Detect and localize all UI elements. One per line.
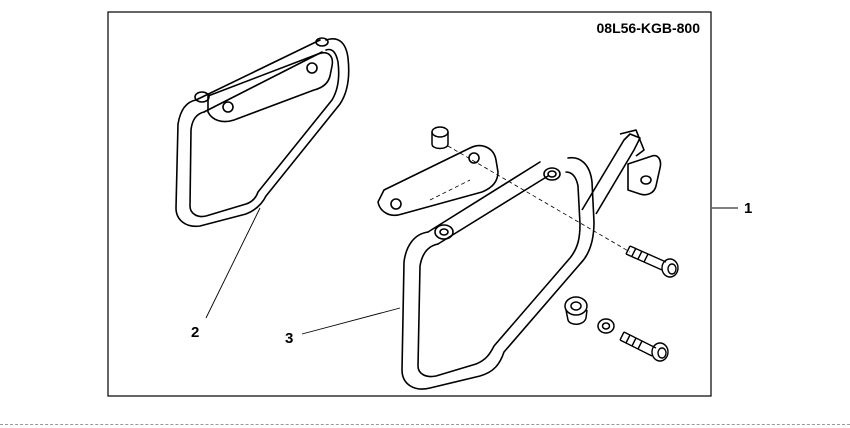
collar-nut (564, 296, 588, 325)
rear-stay-bracket (581, 129, 662, 215)
spacer-collar (431, 126, 449, 150)
page-divider (0, 424, 850, 425)
leader-lines (205, 207, 738, 335)
leader-line-2 (205, 207, 261, 319)
part-number-label: 08L56-KGB-800 (596, 20, 701, 36)
washer (597, 318, 615, 334)
flange-bolt-upper (625, 245, 679, 278)
left-rail-bracket (175, 37, 350, 228)
callout-label-2: 2 (191, 324, 200, 341)
right-rail-bracket (377, 144, 595, 390)
callout-label-1: 1 (744, 200, 753, 217)
callout-label-3: 3 (285, 330, 294, 347)
diagram-frame (107, 11, 712, 397)
flange-bolt-lower (619, 331, 669, 362)
leader-line-3 (301, 307, 401, 335)
assembly-lines (429, 145, 631, 253)
